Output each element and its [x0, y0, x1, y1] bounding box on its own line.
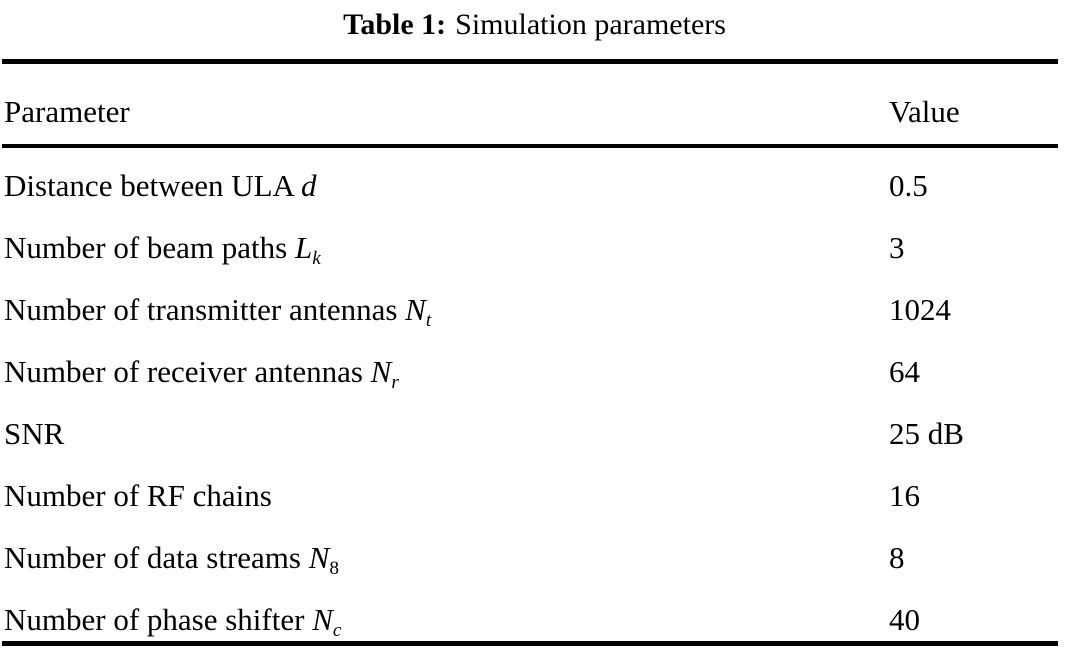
- table-row: Number of data streams N8: [4, 542, 339, 584]
- row-parameter-label: Number of data streams: [4, 540, 309, 575]
- row-value: 0.5: [889, 168, 928, 203]
- row-value: 40: [889, 602, 920, 637]
- row-value: 25 dB: [889, 416, 964, 451]
- row-parameter-symbol: N: [312, 602, 333, 637]
- row-parameter-subscript: r: [391, 371, 399, 393]
- table-header-rule: [2, 144, 1058, 148]
- row-parameter-symbol: d: [300, 168, 317, 203]
- row-parameter-symbol: N: [405, 292, 426, 327]
- table-row: Number of RF chains: [4, 480, 272, 511]
- table-row: Number of transmitter antennas Nt: [4, 294, 431, 336]
- row-value: 64: [889, 354, 920, 389]
- row-parameter-label: Number of RF chains: [4, 478, 272, 513]
- row-value: 16: [889, 478, 920, 513]
- row-parameter-subscript: k: [312, 247, 321, 269]
- row-parameter-symbol: N: [308, 540, 330, 575]
- column-header-value: Value: [889, 94, 960, 129]
- row-parameter-subscript: t: [425, 309, 432, 331]
- row-parameter-label: Number of receiver antennas: [4, 354, 371, 389]
- row-parameter-label: Distance between ULA: [4, 168, 301, 203]
- table-bottom-rule: [2, 641, 1058, 646]
- table-caption: Table 1:Simulation parameters: [0, 2, 1069, 48]
- table-row: Number of phase shifter Nc: [4, 604, 341, 646]
- table-row: Number of beam paths Lk: [4, 232, 321, 274]
- row-parameter-label: Number of transmitter antennas: [4, 292, 406, 327]
- row-parameter-subscript: 8: [329, 557, 340, 579]
- column-header-parameter: Parameter: [4, 94, 130, 129]
- row-value: 8: [889, 540, 905, 575]
- table-row: SNR: [4, 418, 64, 449]
- table-row: Distance between ULA d: [4, 170, 316, 201]
- table-top-rule: [2, 59, 1058, 64]
- row-value: 1024: [889, 292, 951, 327]
- caption-text: Simulation parameters: [455, 8, 726, 41]
- row-value: 3: [889, 230, 905, 265]
- row-parameter-label: SNR: [4, 416, 65, 451]
- table-row: Number of receiver antennas Nr: [4, 356, 399, 398]
- caption-label: Table 1:: [343, 8, 447, 41]
- row-parameter-label: Number of phase shifter: [4, 602, 313, 637]
- row-parameter-label: Number of beam paths: [4, 230, 295, 265]
- row-parameter-symbol: L: [294, 230, 313, 265]
- row-parameter-subscript: c: [332, 619, 342, 641]
- row-parameter-symbol: N: [370, 354, 392, 389]
